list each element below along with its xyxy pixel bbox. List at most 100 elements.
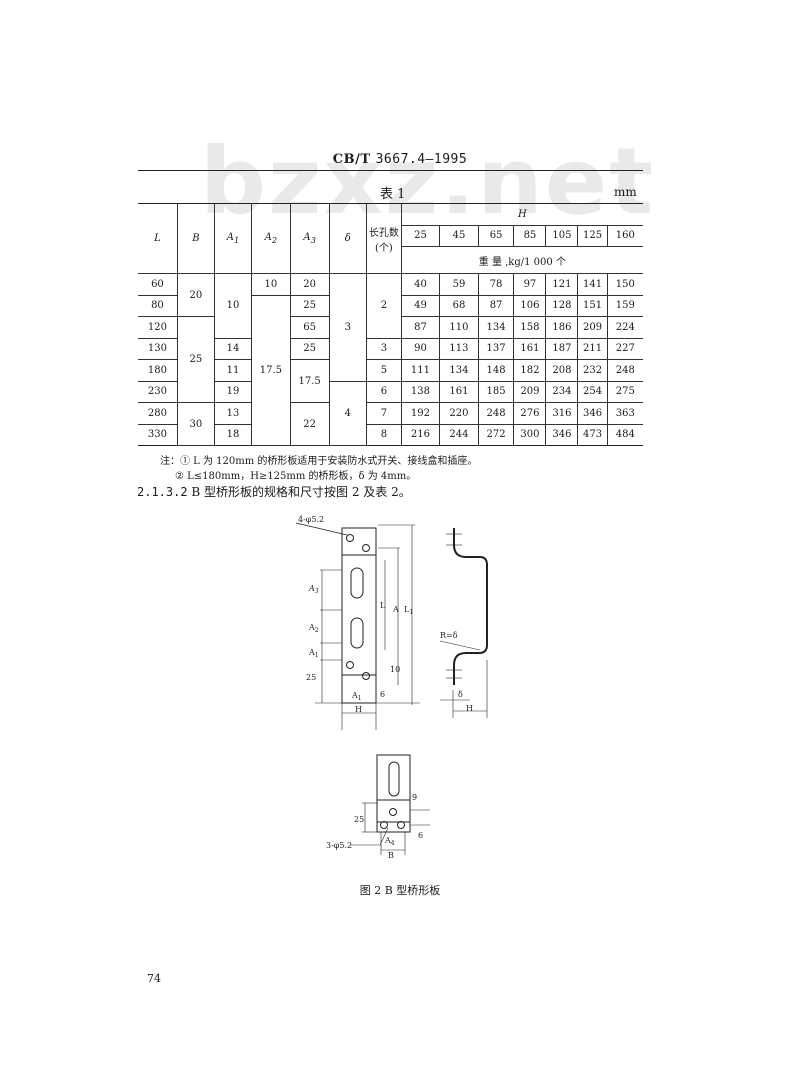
cell-weight: 300 xyxy=(513,423,547,446)
cell-weight: 244 xyxy=(439,423,479,446)
cell-weight: 40 xyxy=(400,273,441,296)
col-slots: 长孔数(个) xyxy=(366,203,402,274)
cell-weight: 110 xyxy=(439,316,479,339)
cell-A3: 65 xyxy=(289,316,330,339)
cell-weight: 484 xyxy=(606,423,643,446)
cell-B: 30 xyxy=(176,402,215,446)
cell-weight: 113 xyxy=(439,337,479,360)
delta-label: δ xyxy=(458,690,463,699)
table-unit: mm xyxy=(614,185,637,199)
table-caption: 表 1 xyxy=(380,187,406,202)
cell-B: 25 xyxy=(176,316,215,403)
cell-slots: 6 xyxy=(366,380,402,403)
cell-weight: 128 xyxy=(545,294,579,317)
cell-weight: 220 xyxy=(439,402,479,425)
table-row: 130 14 25 3 90 113 137 161 187 211 227 xyxy=(138,337,643,360)
table-row: 60 20 10 10 20 3 2 40 59 78 97 121 141 1… xyxy=(138,273,643,382)
h-value: 25 xyxy=(401,224,441,247)
cell-weight: 121 xyxy=(545,273,579,296)
cell-weight: 185 xyxy=(477,380,515,403)
h-value: 65 xyxy=(477,224,515,247)
dim-6-detail-label: 6 xyxy=(418,831,423,840)
standard-number: 3667.4—1995 xyxy=(375,152,468,167)
cell-weight: 161 xyxy=(513,337,547,360)
cell-weight: 211 xyxy=(577,337,608,360)
cell-weight: 159 xyxy=(606,294,643,317)
cell-weight: 150 xyxy=(606,273,643,296)
cell-weight: 87 xyxy=(477,294,515,317)
cell-weight: 111 xyxy=(400,359,441,382)
cell-L: 80 xyxy=(138,294,178,317)
cell-A3: 25 xyxy=(289,294,330,317)
holes-bottom-label: 3-φ5.2 xyxy=(326,841,352,850)
cell-L: 120 xyxy=(138,316,178,339)
cell-A3: 25 xyxy=(289,337,330,360)
cell-weight: 87 xyxy=(400,316,441,339)
h-value: 160 xyxy=(606,224,643,247)
cell-L: 180 xyxy=(138,359,178,382)
figure-caption: 图 2 B 型桥形板 xyxy=(359,884,441,897)
col-delta: δ xyxy=(328,203,368,274)
cell-weight: 78 xyxy=(477,273,515,296)
cell-A3: 17.5 xyxy=(289,359,330,403)
dim-L-label: L xyxy=(380,601,386,610)
cell-weight: 187 xyxy=(545,337,579,360)
col-H: H xyxy=(400,203,643,226)
cell-weight: 209 xyxy=(577,316,608,339)
cell-L: 330 xyxy=(138,423,178,446)
cell-weight: 192 xyxy=(400,402,441,425)
cell-weight: 137 xyxy=(477,337,515,360)
dim-A3-label: A3 xyxy=(308,584,319,595)
cell-L: 60 xyxy=(138,273,178,296)
cell-weight: 346 xyxy=(577,402,608,425)
cell-weight: 209 xyxy=(513,380,547,403)
table-row: 180 11 17.5 5 111 134 148 182 208 232 24… xyxy=(138,359,643,403)
dim-A-label: A xyxy=(392,605,399,614)
standard-header: CB/T 3667.4—1995 xyxy=(0,152,800,167)
cell-weight: 134 xyxy=(439,359,479,382)
cell-A1: 19 xyxy=(213,380,253,403)
cell-A1: 11 xyxy=(213,359,253,382)
cell-weight: 68 xyxy=(439,294,479,317)
dim-A1-label: A1 xyxy=(308,648,319,659)
dim-25-label: 25 xyxy=(306,673,316,682)
header-row-weight: 重 量 ,kg/1 000 个 xyxy=(138,246,643,274)
cell-weight: 232 xyxy=(577,359,608,382)
cell-delta: 3 xyxy=(328,273,368,382)
section-heading: 2.1.3.2 B 型桥形板的规格和尺寸按图 2 及表 2。 xyxy=(137,483,411,500)
dim-H-label: H xyxy=(355,705,362,714)
h-value: 45 xyxy=(439,224,479,247)
cell-weight: 216 xyxy=(400,423,441,446)
cell-slots: 8 xyxy=(366,423,402,446)
cell-A1: 10 xyxy=(213,273,253,339)
cell-A1: 18 xyxy=(213,423,253,446)
col-A1: A1 xyxy=(213,203,253,274)
cell-weight: 141 xyxy=(577,273,608,296)
table-row: 120 25 65 87 110 134 158 186 209 224 xyxy=(138,316,643,403)
cell-weight: 158 xyxy=(513,316,547,339)
cell-slots: 3 xyxy=(366,337,402,360)
cell-weight: 227 xyxy=(606,337,643,360)
cell-weight: 90 xyxy=(400,337,441,360)
table-row: 280 30 13 22 7 192 220 248 276 316 346 3… xyxy=(138,402,643,446)
dim-H-side-label: H xyxy=(466,704,473,713)
dim-6-label: 6 xyxy=(380,690,385,699)
table-note-2: ② L≤180mm，H≥125mm 的桥形板，δ 为 4mm。 xyxy=(175,471,417,482)
dim-L1-label: L1 xyxy=(404,605,413,616)
cell-weight: 97 xyxy=(513,273,547,296)
cell-weight: 138 xyxy=(400,380,441,403)
dim-B-label: B xyxy=(388,851,394,860)
weight-header: 重 量 ,kg/1 000 个 xyxy=(401,246,643,274)
h-value: 105 xyxy=(545,224,579,247)
cell-weight: 346 xyxy=(545,423,579,446)
cell-weight: 316 xyxy=(545,402,579,425)
cell-weight: 59 xyxy=(439,273,479,296)
header-rule xyxy=(138,170,643,171)
cell-A2: 10 xyxy=(251,273,291,296)
cell-slots: 5 xyxy=(366,359,402,382)
cell-weight: 234 xyxy=(545,380,579,403)
h-value: 85 xyxy=(513,224,547,247)
